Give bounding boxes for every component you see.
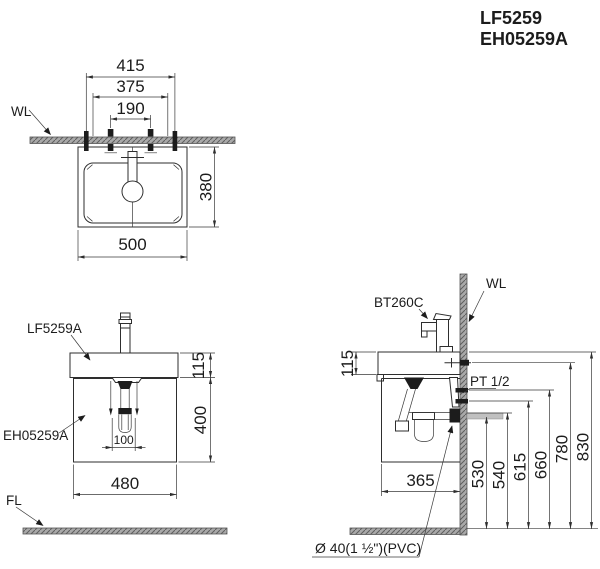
dim-540: 540 [490, 461, 509, 489]
supply-thread-label: PT 1/2 [470, 374, 510, 389]
drain-leader-line [418, 425, 454, 558]
faucet-spout-side [421, 322, 437, 332]
wall-line-label: WL [11, 104, 32, 119]
floor-section-side-view [349, 527, 461, 535]
dim-100: 100 [114, 433, 134, 447]
drain-wall-fitting [449, 408, 460, 423]
trap-nut-front [118, 408, 132, 415]
bolt-wall-nut [459, 359, 469, 366]
model-number-basin: LF5259 [480, 8, 542, 28]
cabinet-side [381, 378, 460, 463]
trap-elbow-side [395, 420, 409, 432]
fixing-bolt-right-top [147, 129, 154, 137]
dim-480: 480 [111, 474, 139, 493]
fixing-bolt-left-bottom [107, 144, 114, 151]
drain-outlet-pipe [408, 412, 450, 420]
drain-hole-plan [121, 180, 144, 203]
dim-615: 615 [511, 453, 530, 481]
height-extension-lines [467, 351, 596, 414]
floor-line-label: FL [6, 493, 22, 508]
bowl-corner-facets [86, 164, 180, 222]
dim-660: 660 [532, 451, 551, 479]
basin-front-lip-side [376, 374, 384, 382]
side-view: WL BT260C PT 1/2 115 [312, 273, 598, 558]
faucet-plan [127, 151, 138, 183]
supply-connection-upper [455, 388, 468, 393]
dim-115-side: 115 [338, 350, 357, 377]
faucet-spout-tip [421, 330, 428, 338]
drain-pipe-spec-label: Ø 40(1 ½")(PVC) [315, 540, 421, 556]
cabinet-front [73, 378, 177, 463]
faucet-handle-side [432, 312, 452, 320]
wall-section-side-view [459, 273, 468, 536]
wall-leader-line [28, 109, 51, 135]
basin-side [377, 351, 461, 375]
wall-line-label-side: WL [486, 276, 507, 291]
basin-leader-line [70, 334, 91, 361]
dim-780: 780 [553, 435, 572, 463]
dim-375-extensions [92, 93, 169, 136]
floor-leader-line [15, 506, 44, 526]
supply-connection-lower [455, 399, 468, 404]
dim-100-extensions [111, 418, 136, 451]
basin-model-label: LF5259A [27, 321, 82, 336]
floor-section-front-view [22, 527, 228, 535]
trap-top-nut-side [412, 412, 435, 420]
faucet-base-side [439, 346, 453, 353]
front-view: 100 115 400 480 LF5259A EH05259A FL [3, 312, 228, 535]
drain-pipe-in-wall [466, 412, 504, 420]
cabinet-leader-line [58, 415, 86, 434]
wall-leader-line-side [468, 290, 485, 323]
trap-bottle-front [118, 414, 132, 433]
fixing-bolt-right-bottom [147, 144, 154, 151]
cabinet-model-label: EH05259A [3, 428, 68, 443]
model-number-cabinet: EH05259A [480, 29, 568, 49]
drain-flange-side [404, 377, 424, 389]
trap-bottle-side [414, 419, 434, 442]
top-view: WL 415 375 190 380 [11, 56, 236, 261]
drain-tailpipe-front [120, 389, 130, 408]
dim-830: 830 [574, 433, 593, 461]
dim-365: 365 [406, 471, 434, 490]
anchor-bolt-left [84, 131, 89, 151]
dim-530: 530 [469, 460, 488, 488]
dim-190-extensions [110, 115, 151, 128]
drain-tailpipe-side [397, 388, 416, 423]
faucet-handle-front [118, 319, 132, 324]
dim-375: 375 [116, 77, 144, 96]
dim-415-extensions [85, 73, 176, 131]
supply-leader-line [462, 388, 496, 394]
fixing-bolt-left-top [107, 129, 114, 137]
rod-arrow-left [109, 408, 113, 416]
faucet-leader-line [418, 308, 428, 319]
basin-front [69, 352, 179, 378]
rod-arrow-right [135, 408, 139, 416]
dim-115-front: 115 [189, 352, 208, 379]
dim-415: 415 [116, 56, 144, 75]
title-block: LF5259 EH05259A [480, 8, 568, 49]
dim-400: 400 [191, 406, 210, 434]
dim-500: 500 [118, 235, 146, 254]
wall-section-top-view [29, 136, 236, 144]
dim-190: 190 [116, 99, 144, 118]
dim-380: 380 [197, 173, 216, 201]
mounting-rods-front [110, 381, 138, 410]
faucet-model-label: BT260C [374, 295, 424, 310]
anchor-bolt-right [172, 131, 178, 151]
drain-flange-front [117, 381, 133, 389]
